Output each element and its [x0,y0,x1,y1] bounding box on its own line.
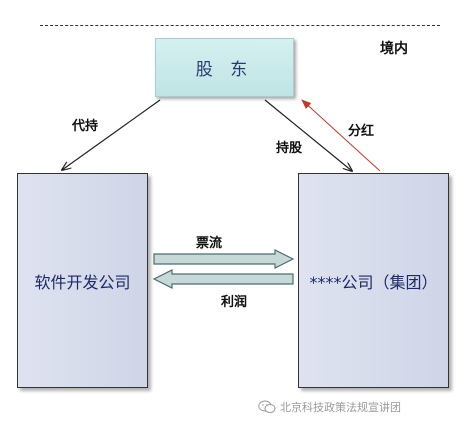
hold-shares-label: 持股 [276,141,303,156]
software-company-label: 软件开发公司 [34,272,131,292]
shareholder-node: 股 东 [155,38,294,97]
footer-text: 北京科技政策法规宣讲团 [280,401,401,414]
footer-watermark: 北京科技政策法规宣讲团 [258,399,401,415]
group-company-node: ****公司（集团） [298,173,449,388]
group-company-label: ****公司（集团） [309,272,438,292]
shareholder-label: 股 东 [195,60,254,80]
profit-label: 利润 [221,295,248,310]
wechat-icon [258,400,276,413]
region-label: 境内 [380,41,408,57]
profit-arrow [152,269,294,289]
hold-shares-arrow [264,99,352,171]
region-boundary-line [40,25,440,26]
invoice-flow-arrow [153,249,295,269]
proxy-hold-label: 代持 [72,119,99,134]
dividend-label: 分红 [348,124,375,139]
proxy-hold-arrow [62,99,161,170]
dividend-arrow [301,99,381,172]
software-company-node: 软件开发公司 [17,173,148,388]
invoice-flow-label: 票流 [196,236,223,251]
